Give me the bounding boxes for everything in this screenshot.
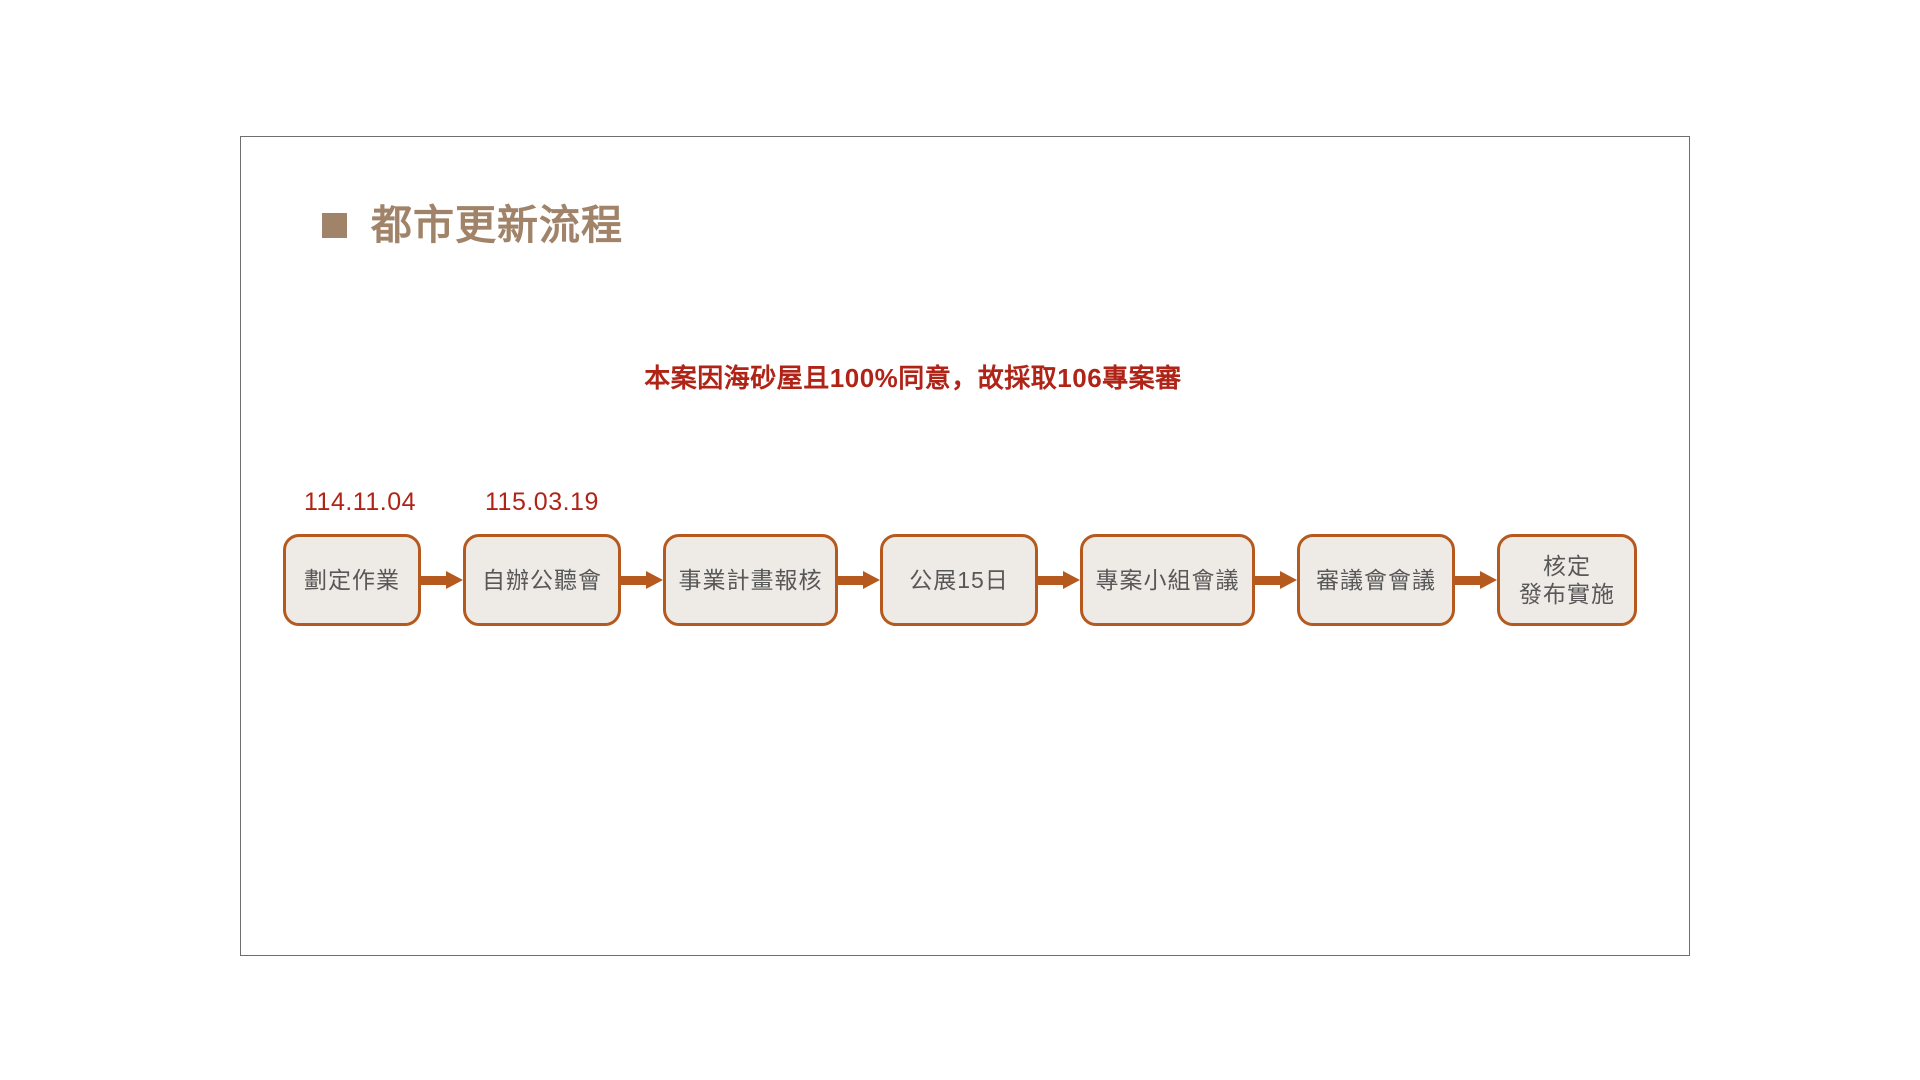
arrow-right-icon-6 (1455, 571, 1497, 589)
flow-node-1-label: 劃定作業 (304, 566, 400, 593)
arrow-head (1280, 571, 1297, 589)
flow-node-3[interactable]: 事業計畫報核 (663, 534, 838, 626)
arrow-right-icon-2 (621, 571, 663, 589)
flow-node-6-label: 審議會會議 (1316, 566, 1436, 593)
flow-node-5-label: 專案小組會議 (1095, 566, 1240, 593)
page-title-text: 都市更新流程 (371, 202, 623, 248)
flow-node-6[interactable]: 審議會會議 (1297, 534, 1455, 626)
arrow-head (863, 571, 880, 589)
date-label-2: 115.03.19 (485, 488, 599, 516)
flow-node-7[interactable]: 核定 發布實施 (1497, 534, 1637, 626)
arrow-shaft (1255, 576, 1282, 585)
square-bullet-icon (322, 213, 347, 238)
flow-node-3-label: 事業計畫報核 (678, 566, 823, 593)
arrow-shaft (838, 576, 865, 585)
date-label-1: 114.11.04 (304, 488, 417, 516)
arrow-right-icon-1 (421, 571, 463, 589)
arrow-right-icon-5 (1255, 571, 1297, 589)
arrow-right-icon-4 (1038, 571, 1080, 589)
arrow-head (1063, 571, 1080, 589)
flow-node-4[interactable]: 公展15日 (880, 534, 1038, 626)
arrow-shaft (1455, 576, 1482, 585)
flow-node-2[interactable]: 自辦公聽會 (463, 534, 621, 626)
arrow-shaft (1038, 576, 1065, 585)
arrow-head (646, 571, 663, 589)
flow-node-1[interactable]: 劃定作業 (283, 534, 421, 626)
annotation-note: 本案因海砂屋且100%同意，故採取106專案審 (644, 363, 1182, 393)
flow-node-7-label: 核定 發布實施 (1519, 552, 1615, 607)
arrow-head (1480, 571, 1497, 589)
flow-node-5[interactable]: 專案小組會議 (1080, 534, 1255, 626)
arrow-shaft (621, 576, 648, 585)
page-title: 都市更新流程 (322, 205, 623, 246)
arrow-shaft (421, 576, 448, 585)
arrow-right-icon-3 (838, 571, 880, 589)
flow-node-4-label: 公展15日 (909, 566, 1009, 593)
flow-node-2-label: 自辦公聽會 (482, 566, 602, 593)
process-flow-diagram: 劃定作業 自辦公聽會 事業計畫報核 公展15日 專案小組會議 (283, 534, 1653, 626)
arrow-head (446, 571, 463, 589)
